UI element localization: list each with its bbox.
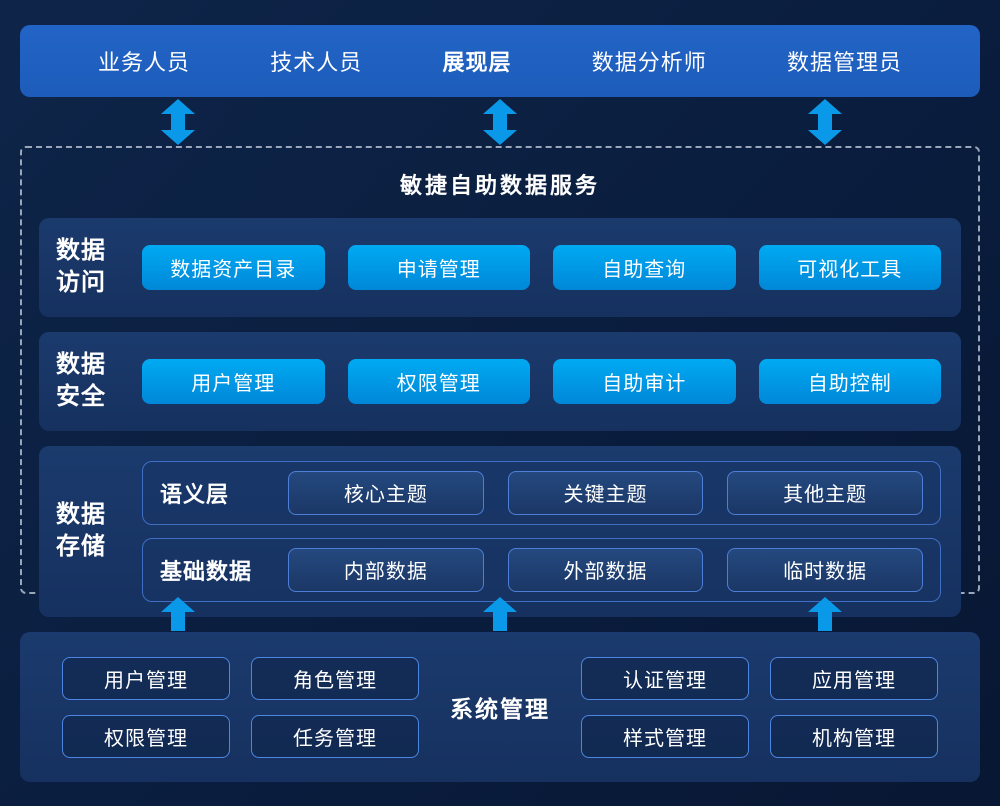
temporary-data-button: 临时数据: [727, 547, 924, 592]
self-control-button: 自助控制: [758, 358, 941, 404]
up-down-arrow-icon: [808, 99, 842, 145]
system-left-grid: 用户管理 角色管理 权限管理 任务管理: [62, 656, 419, 758]
row-label-data-security: 数据安全: [56, 350, 106, 411]
up-arrow-icon: [808, 597, 842, 631]
request-management-button: 申请管理: [347, 244, 530, 290]
presentation-layer-bar: 业务人员 技术人员 展现层 数据分析师 数据管理员: [20, 25, 980, 97]
top-arrow-band: [0, 99, 1000, 145]
sys-auth-management-button: 认证管理: [581, 656, 749, 700]
semantic-layer-buttons: 核心主题 关键主题 其他主题: [288, 470, 924, 515]
service-row-data-access: 数据访问 数据资产目录 申请管理 自助查询 可视化工具: [39, 218, 961, 317]
system-management-panel: 用户管理 角色管理 权限管理 任务管理 系统管理 认证管理 应用管理 样式管理 …: [20, 632, 980, 782]
internal-data-button: 内部数据: [288, 547, 484, 592]
external-data-button: 外部数据: [507, 547, 704, 592]
sys-task-management-button: 任务管理: [251, 714, 419, 758]
presentation-layer-title: 展现层: [442, 50, 512, 75]
service-row-data-security: 数据安全 用户管理 权限管理 自助审计 自助控制: [39, 331, 961, 431]
sys-style-management-button: 样式管理: [581, 714, 749, 758]
self-audit-button: 自助审计: [553, 358, 736, 404]
up-arrow-icon: [483, 597, 517, 631]
user-management-button: 用户管理: [142, 358, 325, 404]
role-data-admin: 数据管理员: [786, 50, 902, 75]
visualization-tools-button: 可视化工具: [758, 244, 941, 290]
role-technical-user: 技术人员: [270, 50, 363, 75]
sys-permission-management-button: 权限管理: [62, 714, 230, 758]
other-topics-button: 其他主题: [727, 470, 924, 515]
system-right-grid: 认证管理 应用管理 样式管理 机构管理: [581, 656, 938, 758]
data-security-buttons: 用户管理 权限管理 自助审计 自助控制: [142, 358, 941, 404]
up-down-arrow-icon: [161, 99, 195, 145]
sys-user-management-button: 用户管理: [62, 656, 230, 700]
semantic-layer-group: 语义层 核心主题 关键主题 其他主题: [142, 460, 941, 525]
sys-role-management-button: 角色管理: [251, 656, 419, 700]
row-label-data-storage: 数据存储: [56, 500, 106, 561]
role-business-user: 业务人员: [98, 50, 191, 75]
semantic-layer-label: 语义层: [160, 481, 230, 507]
service-title: 敏捷自助数据服务: [399, 173, 600, 198]
sys-org-management-button: 机构管理: [770, 714, 938, 758]
bottom-arrow-band: [0, 597, 1000, 631]
base-data-buttons: 内部数据 外部数据 临时数据: [288, 547, 924, 592]
base-data-label: 基础数据: [160, 558, 253, 584]
base-data-group: 基础数据 内部数据 外部数据 临时数据: [142, 537, 941, 602]
row-label-data-access: 数据访问: [56, 237, 106, 297]
system-management-title: 系统管理: [450, 696, 550, 722]
role-data-analyst: 数据分析师: [591, 50, 707, 75]
data-catalog-button: 数据资产目录: [142, 244, 325, 290]
permission-management-button: 权限管理: [347, 358, 530, 404]
storage-groups: 语义层 核心主题 关键主题 其他主题 基础数据 内部数据 外部数据 临时数据: [142, 460, 941, 602]
service-row-data-storage: 数据存储 语义层 核心主题 关键主题 其他主题 基础数据 内部数据 外部数据: [39, 445, 961, 617]
self-service-query-button: 自助查询: [553, 244, 736, 290]
key-topics-button: 关键主题: [507, 470, 704, 515]
core-topics-button: 核心主题: [288, 470, 484, 515]
up-arrow-icon: [161, 597, 195, 631]
agile-service-container: 敏捷自助数据服务 数据访问 数据资产目录 申请管理 自助查询 可视化工具 数据安…: [20, 146, 980, 617]
sys-app-management-button: 应用管理: [770, 656, 938, 700]
data-access-buttons: 数据资产目录 申请管理 自助查询 可视化工具: [142, 244, 941, 290]
up-down-arrow-icon: [483, 99, 517, 145]
